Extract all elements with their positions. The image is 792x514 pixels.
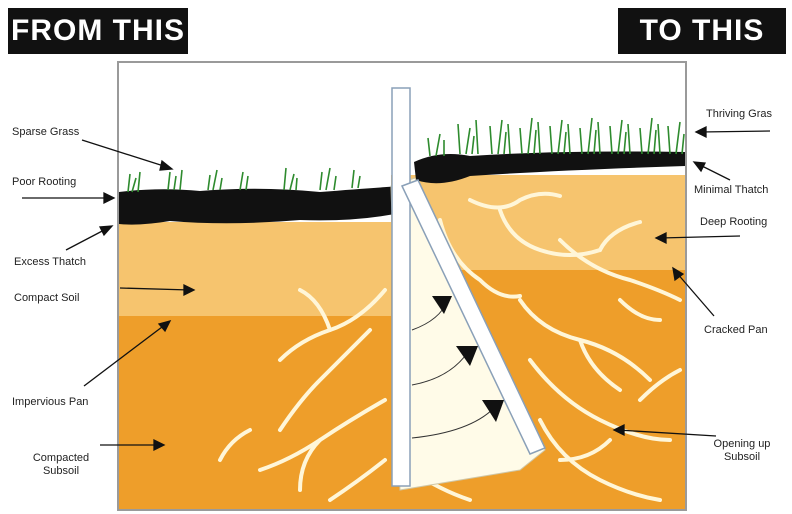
tine-blade-vertical <box>392 88 410 486</box>
label-cracked-pan: Cracked Pan <box>704 324 768 337</box>
label-opening-subsoil: Opening up Subsoil <box>706 438 778 464</box>
label-compacted-subsoil: Compacted Subsoil <box>26 452 96 478</box>
label-minimal-thatch: Minimal Thatch <box>694 184 768 197</box>
label-sparse-grass: Sparse Grass <box>12 126 79 139</box>
label-excess-thatch: Excess Thatch <box>14 256 86 269</box>
label-thriving-grass: Thriving Gras <box>706 108 772 121</box>
label-compact-soil: Compact Soil <box>14 292 79 305</box>
label-poor-rooting: Poor Rooting <box>12 176 76 189</box>
left-subsoil <box>119 316 391 509</box>
label-deep-rooting: Deep Rooting <box>700 216 767 229</box>
left-compact-soil <box>119 222 391 316</box>
label-impervious-pan: Impervious Pan <box>12 396 88 409</box>
